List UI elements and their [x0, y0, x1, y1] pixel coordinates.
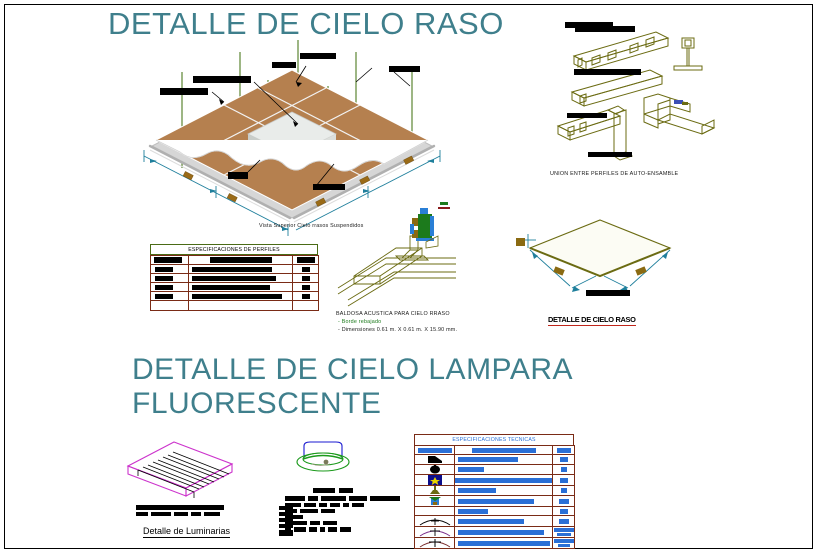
- luminaire-detail-view: [116, 440, 246, 502]
- symbol-fixture-square-icon: [414, 454, 455, 465]
- title-redaction-bar: [565, 22, 613, 28]
- symbol-arc-cross2-icon: [414, 537, 455, 549]
- profiles-spec-table: ESPECIFICACIONES DE PERFILES: [150, 244, 319, 311]
- luminaire-side-bars: [279, 506, 293, 536]
- symbol-wall-lamp-icon: [414, 495, 455, 507]
- table-row: [150, 273, 319, 283]
- tile-detail-view: [510, 216, 690, 306]
- symbol-pendant-icon: [414, 485, 455, 496]
- acoustic-tile-note-1: - Borde rebajado: [338, 319, 382, 325]
- acoustic-tile-title: BALDOSA ACUSTICA PARA CIELO RRASO: [336, 311, 450, 317]
- symbol-arc-cross-icon: [414, 526, 455, 538]
- table-row: [414, 445, 575, 455]
- callout-label-6: [228, 172, 248, 179]
- profile-label-1: [575, 26, 635, 32]
- table-row: [414, 537, 575, 549]
- technical-spec-table: ESPECIFICACIONES TECNICAS: [414, 434, 575, 549]
- sheet-border: [4, 4, 813, 549]
- table-row: [150, 255, 319, 265]
- table-row: [414, 474, 575, 486]
- page-title: DETALLE DE CIELO RASO: [108, 6, 504, 41]
- secondary-title: DETALLE DE CIELO LAMPARA FLUORESCENTE: [132, 353, 652, 421]
- callout-label-5: [389, 66, 420, 72]
- profiles-panel: [546, 18, 786, 168]
- tile-detail-label: [586, 290, 630, 296]
- acoustic-tile-note-2: - Dimensiones 0.61 m. X 0.61 m. X 15.90 …: [338, 327, 458, 333]
- profile-label-2: [574, 69, 641, 75]
- secondary-title-line2: FLUORESCENTE: [132, 387, 382, 420]
- table-row: [414, 515, 575, 527]
- luminaire-label-block: [136, 505, 224, 516]
- profiles-table-body: [150, 255, 319, 311]
- profile-label-3: [567, 113, 607, 118]
- table-row: [150, 282, 319, 292]
- technical-table-title: ESPECIFICACIONES TECNICAS: [452, 437, 536, 443]
- table-row: [414, 506, 575, 516]
- table-row: [414, 485, 575, 496]
- table-row: [150, 291, 319, 301]
- table-row: [150, 300, 319, 311]
- symbol-fixture-round-icon: [414, 464, 455, 475]
- callout-label-1: [160, 88, 208, 95]
- ceiling-fixture-icon: [288, 440, 358, 480]
- tile-inset-figure: [404, 202, 452, 249]
- tile-detail-title: DETALLE DE CIELO RASO: [548, 315, 636, 326]
- notes-block: [285, 488, 401, 532]
- callout-label-4: [300, 53, 336, 59]
- table-row: [414, 454, 575, 465]
- callout-label-7: [313, 184, 345, 190]
- symbol-star-icon: [414, 474, 455, 486]
- profiles-table-title: ESPECIFICACIONES DE PERFILES: [188, 246, 280, 253]
- acoustic-tile-detail: [336, 230, 476, 310]
- table-row: [150, 264, 319, 274]
- technical-table-body: [414, 445, 575, 549]
- ceiling-isometric-view: [120, 40, 450, 240]
- table-row: [414, 464, 575, 475]
- table-row: [414, 526, 575, 538]
- table-row: [414, 495, 575, 507]
- symbol-arc-icon: [414, 515, 455, 527]
- callout-label-2: [193, 76, 251, 83]
- profiles-panel-caption: UNION ENTRE PERFILES DE AUTO-ENSAMBLE: [550, 171, 679, 177]
- symbol-blank-icon: [414, 506, 455, 516]
- secondary-title-line1: DETALLE DE CIELO LAMPARA: [132, 353, 574, 386]
- ceiling-view-caption: Vista Superior Cielo rrasos Suspendidos: [259, 223, 364, 229]
- luminaire-caption: Detalle de Luminarias: [143, 526, 231, 538]
- profile-label-4: [588, 152, 632, 157]
- callout-label-3: [272, 62, 296, 68]
